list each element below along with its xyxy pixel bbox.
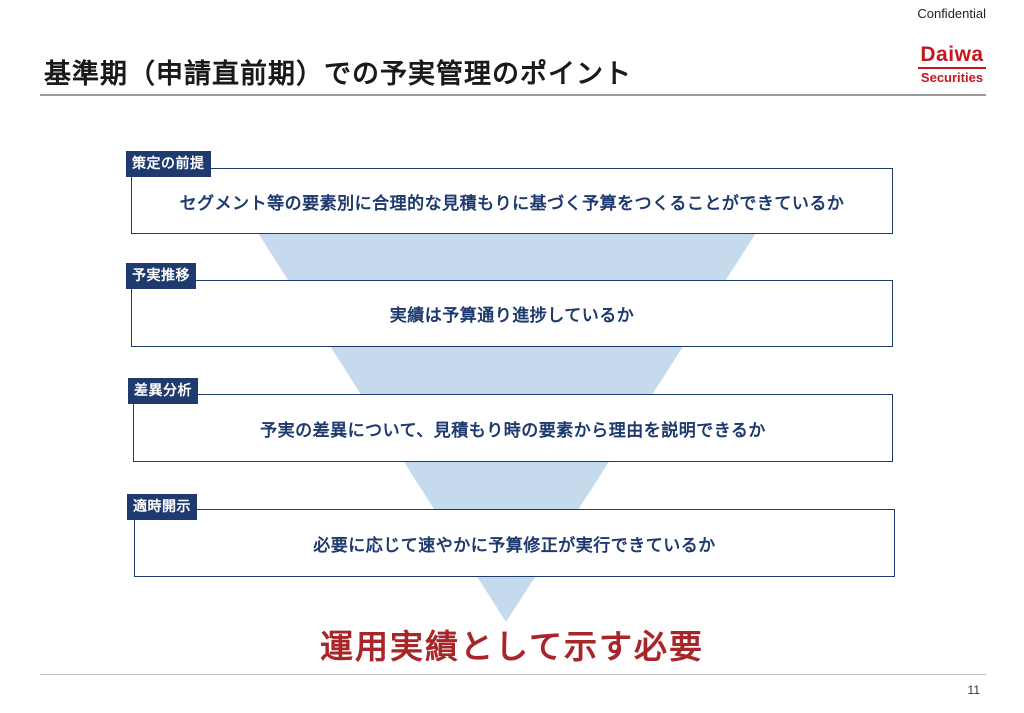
confidential-label: Confidential: [917, 6, 986, 21]
point-text-2: 実績は予算通り進捗しているか: [389, 306, 635, 326]
footer-rule: [40, 674, 986, 675]
title-rule: [40, 94, 986, 96]
point-box-1: セグメント等の要素別に合理的な見積もりに基づく予算をつくることができているか: [131, 168, 893, 234]
point-tag-2: 予実推移: [126, 263, 196, 289]
point-tag-3: 差異分析: [128, 378, 198, 404]
logo-line2: Securities: [920, 70, 984, 85]
company-logo: Daiwa Securities: [916, 44, 988, 85]
point-text-4: 必要に応じて速やかに予算修正が実行できているか: [313, 535, 716, 556]
point-text-3: 予実の差異について、見積もり時の要素から理由を説明できるか: [260, 420, 766, 441]
point-box-3: 予実の差異について、見積もり時の要素から理由を説明できるか: [133, 394, 893, 462]
point-tag-1: 策定の前提: [126, 151, 211, 177]
page-title: 基準期（申請直前期）での予実管理のポイント: [44, 59, 632, 90]
point-box-2: 実績は予算通り進捗しているか: [131, 280, 893, 347]
conclusion-text: 運用実績として示す必要: [319, 627, 704, 666]
logo-bar: [918, 67, 986, 69]
point-text-1: セグメント等の要素別に合理的な見積もりに基づく予算をつくることができているか: [179, 193, 845, 214]
point-box-4: 必要に応じて速やかに予算修正が実行できているか: [134, 509, 895, 577]
page-number: 11: [967, 683, 980, 697]
point-tag-4: 適時開示: [127, 494, 197, 520]
logo-line1: Daiwa: [920, 43, 984, 66]
